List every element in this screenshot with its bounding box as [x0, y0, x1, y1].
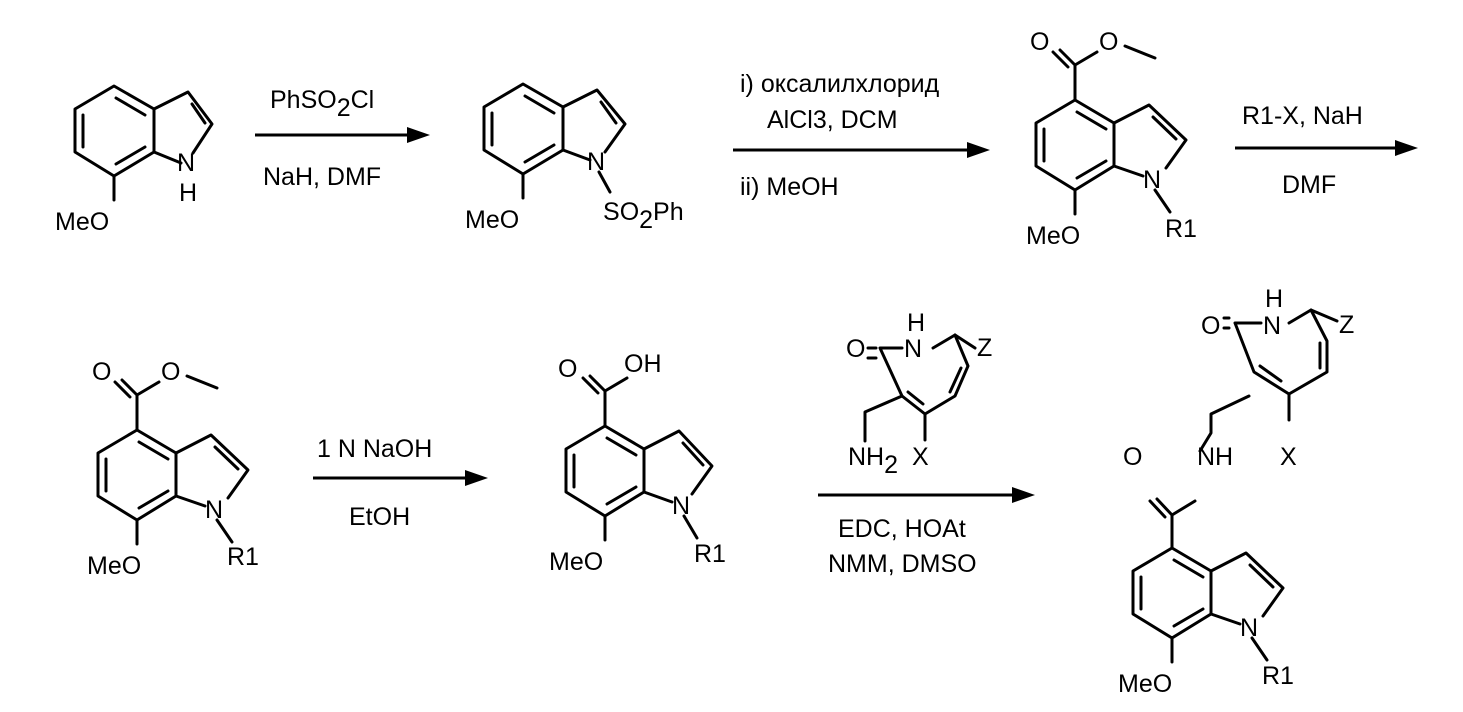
ester-oxygen-label: O [1099, 28, 1118, 56]
subscript-two: 2 [884, 451, 898, 479]
oxygen-text: O [620, 198, 639, 226]
compound-n-phenylsulfonyl-indole: N SO2Ph MeO [465, 82, 684, 234]
conditions-label: NMM, DMSO [828, 550, 977, 578]
compound-methyl-ester-bottom: O O N R1 MeO [87, 358, 259, 580]
conditions-label: ii) MeOH [740, 173, 839, 201]
reagent-label: R1-X, NaH [1242, 102, 1363, 130]
z-substituent-label: Z [977, 334, 992, 362]
ring-nitrogen-label: N [1263, 312, 1281, 340]
reaction-step-5: EDC, HOAt NMM, DMSO [818, 487, 1035, 578]
conditions-label: EtOH [349, 503, 410, 531]
ring-hydrogen-label: H [1265, 285, 1283, 313]
reagent-text: Cl [351, 86, 375, 114]
methoxy-label: MeO [1118, 670, 1172, 698]
pyridinone-oxygen-label: O [1201, 312, 1220, 340]
carbonyl-oxygen-label: O [1123, 443, 1142, 471]
phenyl-text: Ph [653, 198, 684, 226]
carbonyl-oxygen-label: O [1030, 28, 1049, 56]
ring-nitrogen-label: N [904, 335, 922, 363]
sulfur-text: S [603, 198, 620, 226]
nitrogen-label: N [205, 496, 223, 524]
conditions-label: NaH, DMF [263, 163, 381, 191]
conditions-label: EDC, HOAt [838, 515, 966, 543]
reagent-label: i) оксалилхлорид [740, 70, 940, 98]
carbonyl-oxygen-label: O [92, 358, 111, 386]
x-substituent-label: X [1280, 443, 1297, 471]
x-substituent-label: X [912, 443, 929, 471]
z-substituent-label: Z [1339, 311, 1354, 339]
r1-label: R1 [1165, 215, 1197, 243]
r1-label: R1 [1262, 662, 1294, 690]
hydrogen-label: H [179, 179, 197, 207]
methoxy-label: MeO [55, 208, 109, 236]
carbonyl-oxygen-label: O [558, 355, 577, 383]
nitrogen-label: N [587, 148, 605, 176]
ring-hydrogen-label: H [907, 309, 925, 337]
amine-label: NH2 [848, 443, 898, 479]
reaction-step-1: PhSO2Cl NaH, DMF [255, 86, 430, 191]
r1-label: R1 [227, 543, 259, 571]
nitrogen-label: N [1240, 614, 1258, 642]
compound-carboxylic-acid: O OH N R1 MeO [549, 350, 726, 576]
sulfonyl-label: SO2Ph [603, 198, 684, 234]
compound-methyl-ester-top: O O N R1 MeO [1026, 28, 1197, 250]
amide-nh-label: NH [1197, 443, 1233, 471]
reaction-step-2: i) оксалилхлорид AlCl3, DCM ii) MeOH [733, 70, 990, 201]
nitrogen-label: N [1143, 166, 1161, 194]
conditions-label: DMF [1282, 171, 1336, 199]
methoxy-label: MeO [87, 552, 141, 580]
reaction-step-4: 1 N NaOH EtOH [313, 435, 488, 531]
reagent-label: 1 N NaOH [317, 435, 432, 463]
reagent-text: PhSO [270, 86, 337, 114]
compound-7-methoxyindole: N H MeO [55, 84, 214, 236]
reagent-label: PhSO2Cl [270, 86, 374, 122]
nitrogen-label: N [177, 149, 195, 177]
subscript-two: 2 [639, 206, 653, 234]
ester-oxygen-label: O [161, 358, 180, 386]
r1-label: R1 [694, 540, 726, 568]
compound-amide-product: O NH O N H Z X N R1 MeO [1118, 285, 1354, 698]
methoxy-label: MeO [1026, 222, 1080, 250]
reagent-aminomethyl-pyridinone: O N H Z X NH2 [846, 309, 992, 479]
subscript-two: 2 [337, 94, 351, 122]
carbonyl-oxygen-label: O [846, 335, 865, 363]
reagent-label: AlCl3, DCM [767, 106, 898, 134]
methoxy-label: MeO [465, 206, 519, 234]
reaction-step-3: R1-X, NaH DMF [1235, 102, 1418, 199]
hydroxyl-label: OH [624, 350, 662, 378]
methoxy-label: MeO [549, 548, 603, 576]
amine-text: NH [848, 443, 884, 471]
nitrogen-label: N [672, 492, 690, 520]
